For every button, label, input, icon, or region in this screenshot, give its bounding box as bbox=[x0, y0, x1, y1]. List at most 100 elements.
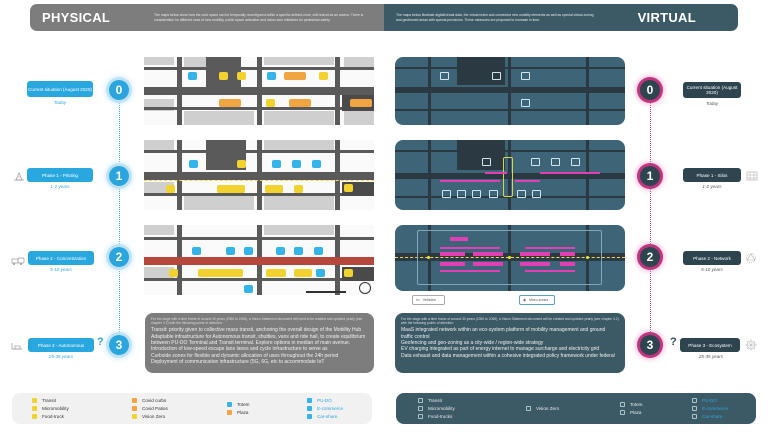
legend-food-trucks: Food-trucks bbox=[418, 413, 455, 420]
micromobility-icon bbox=[32, 406, 37, 411]
legend-plaza: Plaza bbox=[620, 409, 643, 416]
legend-totem: Totem bbox=[620, 401, 643, 408]
pu-do-icon bbox=[692, 398, 697, 403]
physical-phase-0-label: Current situation (August 2020) bbox=[27, 81, 93, 97]
physical-step-0: 0 bbox=[109, 80, 129, 100]
car-share-icon bbox=[307, 414, 312, 419]
physical-text-line: Adaptable infrastructure for Autonomous … bbox=[151, 333, 366, 340]
virtual-title: VIRTUAL bbox=[637, 10, 696, 25]
virtual-phase-1-timeframe: 1-2 years bbox=[702, 184, 722, 189]
e-commerce-icon bbox=[307, 406, 312, 411]
micromobility-icon bbox=[418, 406, 423, 411]
plaza-icon bbox=[620, 410, 625, 415]
physical-header-banner: PHYSICAL The maps below show how the cur… bbox=[30, 4, 384, 31]
legend-plaza: Plaza bbox=[227, 409, 250, 416]
physical-step-2: 2 bbox=[109, 247, 129, 267]
vehicles-icon bbox=[11, 253, 25, 265]
covid-patios-icon bbox=[132, 406, 137, 411]
virtual-phase-0-label: Current situation (August 2020) bbox=[683, 82, 741, 98]
vision-zero-icon bbox=[132, 414, 137, 419]
physical-phase-2-label: Phase 2 - Concretization bbox=[28, 251, 94, 265]
virtual-phase-1-label: Phase 1 - Silos bbox=[683, 168, 741, 182]
legend-e-commerce: E-commerce bbox=[692, 405, 728, 412]
virtual-text-line: Data exhaust and data management within … bbox=[401, 352, 615, 359]
virtual-text-intro: For the stage with a time frame of aroun… bbox=[401, 317, 619, 326]
legend-car-share: Car-share bbox=[692, 413, 728, 420]
food-truck-icon bbox=[32, 414, 37, 419]
silos-icon bbox=[746, 168, 758, 181]
totem-icon bbox=[620, 402, 625, 407]
physical-phase-3-timeframe: 25-35 years bbox=[48, 354, 74, 359]
plaza-icon bbox=[227, 410, 232, 415]
vision-zero-icon bbox=[526, 406, 531, 411]
physical-question-mark: ? bbox=[97, 336, 104, 348]
legend-transit: Transit bbox=[32, 397, 69, 404]
virtual-phase-2-label: Phase 2 - Network bbox=[683, 251, 741, 265]
virtual-text-line: traffic control bbox=[401, 333, 430, 340]
totem-icon bbox=[227, 402, 232, 407]
legend-vision-zero: Vision Zero bbox=[132, 413, 168, 420]
virtual-text-line: MaaS integrated network within an eco-sy… bbox=[401, 327, 606, 334]
legend-pu-do: PU-DO bbox=[307, 397, 343, 404]
virtual-map-phase-2 bbox=[395, 225, 625, 291]
physical-text-line: between PU-DO Terminal and Transit termi… bbox=[151, 340, 351, 346]
legend-covid-curbs: Covid curbs bbox=[132, 397, 168, 404]
legend-car-share: Car-share bbox=[307, 413, 343, 420]
virtual-phase-3-label: Phase 3 - Ecosystem bbox=[680, 338, 740, 352]
north-arrow-icon bbox=[359, 282, 371, 294]
virtual-text-line: EV charging integrated as part of energy… bbox=[401, 346, 600, 353]
virtual-legend: Transit Micromobility Food-trucks Vision… bbox=[396, 393, 756, 424]
legend-e-commerce: E-commerce bbox=[307, 405, 343, 412]
virtual-question-mark: ? bbox=[670, 336, 677, 348]
transit-icon bbox=[418, 398, 423, 403]
network-icon bbox=[745, 251, 757, 263]
physical-step-1: 1 bbox=[109, 166, 129, 186]
micro-zones-badge: ◉ Micro-zones bbox=[519, 295, 555, 305]
virtual-step-0: 0 bbox=[640, 80, 660, 100]
physical-text-box: For the stage with a time frame of aroun… bbox=[145, 313, 374, 373]
legend-pu-do: PU-DO bbox=[692, 397, 728, 404]
virtual-timeline-line bbox=[650, 100, 651, 340]
physical-text-line: Introduction of low-speed escape lane la… bbox=[151, 346, 328, 353]
virtual-map-phase-0 bbox=[395, 57, 625, 125]
virtual-phase-3-timeframe: 25-35 years bbox=[698, 354, 724, 359]
legend-vision-zero: Vision Zero bbox=[526, 405, 559, 412]
legend-micromobility: Micromobility bbox=[32, 405, 69, 412]
ecosystem-icon bbox=[745, 338, 757, 351]
autonomous-vehicle-icon bbox=[10, 338, 22, 350]
physical-map-phase-2 bbox=[144, 225, 374, 295]
virtual-step-1: 1 bbox=[640, 166, 660, 186]
physical-phase-3-label: Phase 3 - Autonomous bbox=[28, 338, 94, 352]
physical-map-phase-1 bbox=[144, 140, 374, 210]
virtual-phase-0-timeframe: Today bbox=[705, 101, 719, 106]
physical-map-phase-0 bbox=[144, 57, 374, 125]
virtual-map-phase-1 bbox=[395, 140, 625, 210]
covid-curbs-icon bbox=[132, 398, 137, 403]
physical-timeline-line bbox=[119, 100, 120, 340]
legend-transit: Transit bbox=[418, 397, 455, 404]
virtual-phase-2-timeframe: 5-10 years bbox=[701, 267, 723, 272]
car-share-icon bbox=[692, 414, 697, 419]
legend-food-truck: Food-truck bbox=[32, 413, 69, 420]
food-truck-icon bbox=[418, 414, 423, 419]
virtual-text-line: Geofencing and geo-zoning as a city-wide… bbox=[401, 340, 544, 346]
virtual-header-banner: The maps below illustrate digital/virtua… bbox=[384, 4, 738, 31]
physical-phase-1-timeframe: 1-2 years bbox=[50, 184, 70, 189]
physical-text-line: Deployment of communication infrastructu… bbox=[151, 358, 325, 365]
micro-zone-icon: ◉ bbox=[523, 298, 527, 302]
physical-text-line: Curbside zones for flexible and dynamic … bbox=[151, 352, 339, 359]
transit-icon bbox=[32, 398, 37, 403]
physical-legend: Transit Micromobility Food-truck Covid c… bbox=[12, 393, 372, 424]
virtual-step-2: 2 bbox=[640, 247, 660, 267]
physical-phase-2-timeframe: 5-10 years bbox=[50, 267, 72, 272]
physical-title: PHYSICAL bbox=[42, 10, 111, 25]
legend-covid-patios: Covid Patios bbox=[132, 405, 168, 412]
physical-phase-0-timeframe: Today bbox=[53, 100, 67, 105]
vehicles-icon: ▪▪▪ bbox=[416, 298, 420, 302]
e-commerce-icon bbox=[692, 406, 697, 411]
traffic-cone-icon bbox=[13, 169, 25, 181]
physical-text-line: Transit: priority given to collective ma… bbox=[151, 327, 362, 334]
physical-step-3: 3 bbox=[109, 335, 129, 355]
physical-text-intro: For the stage with a time frame of aroun… bbox=[151, 317, 363, 326]
physical-description: The maps below show how the curb space c… bbox=[154, 12, 364, 22]
